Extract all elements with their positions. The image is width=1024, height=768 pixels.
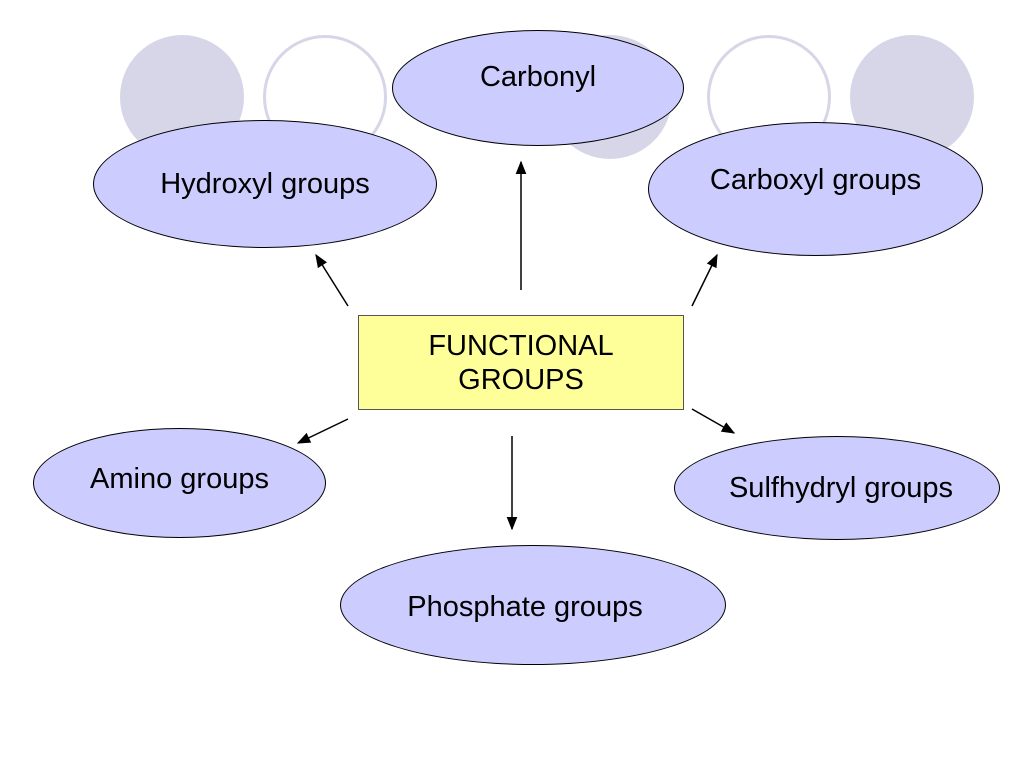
center-functional-groups: FUNCTIONAL GROUPS [358,315,684,410]
center-line-1: FUNCTIONAL [428,329,614,362]
arrow-to-carboxyl [691,253,718,307]
node-carbonyl: Carbonyl [392,30,684,146]
node-carbonyl-label: Carbonyl [479,60,597,93]
node-carboxyl-label: Carboxyl groups [709,163,922,196]
arrow-to-hydroxyl [315,253,349,307]
node-carboxyl: Carboxyl groups [648,122,983,256]
arrow-to-amino [296,418,349,444]
node-amino: Amino groups [33,428,326,538]
node-sulfhydryl: Sulfhydryl groups [674,436,1000,540]
node-hydroxyl-label: Hydroxyl groups [160,167,370,200]
node-sulfhydryl-label: Sulfhydryl groups [728,471,954,504]
node-hydroxyl: Hydroxyl groups [93,120,437,248]
center-line-2: GROUPS [458,363,584,396]
arrow-to-sulfhydryl [691,408,736,434]
node-amino-label: Amino groups [90,462,269,495]
node-phosphate-label: Phosphate groups [407,590,643,623]
node-phosphate: Phosphate groups [340,545,726,665]
